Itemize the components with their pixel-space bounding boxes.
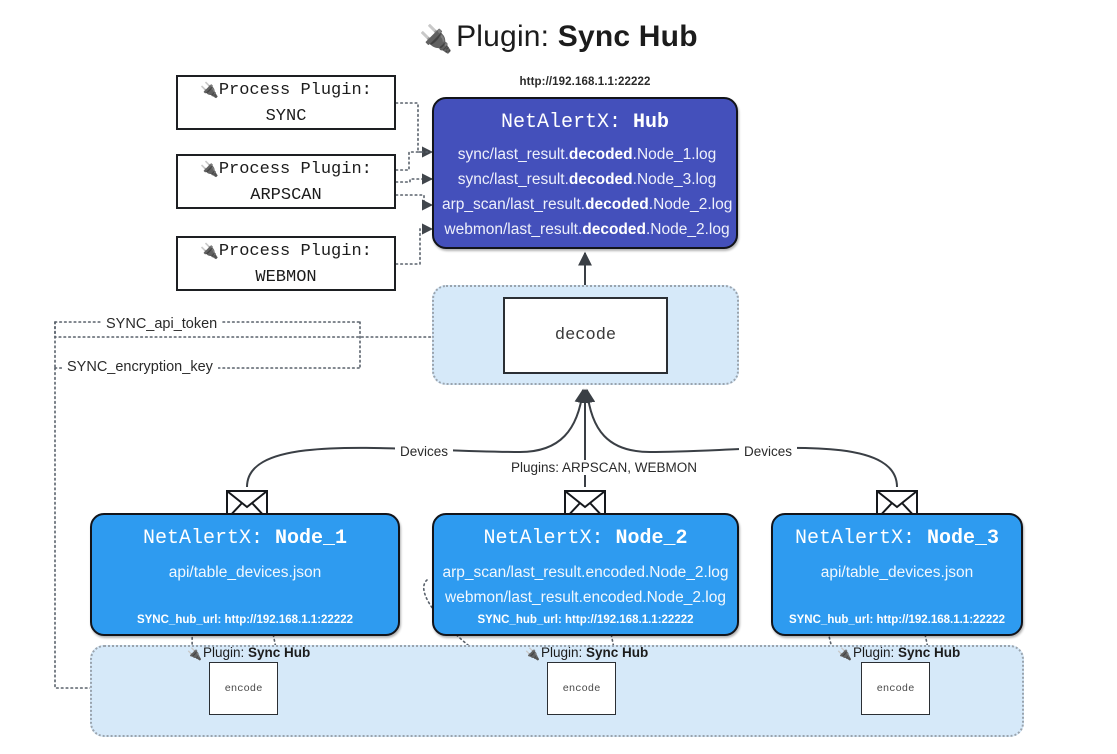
node-2-line: webmon/last_result.encoded.Node_2.log (445, 589, 726, 606)
node-1-hub-url: SYNC_hub_url: http://192.168.1.1:22222 (136, 614, 354, 626)
electric-plug-icon: 🔌 (200, 82, 219, 99)
hub-url-label: http://192.168.1.1:22222 (519, 76, 651, 88)
node-box-node-1[interactable]: NetAlertX: Node_1 api/table_devices.json… (90, 513, 400, 636)
electric-plug-icon: 🔌 (419, 24, 454, 54)
process-plugin-arpscan-line2: ARPSCAN (250, 186, 322, 205)
process-plugin-sync-line1: 🔌Process Plugin: (200, 81, 372, 100)
encode-box-node-3[interactable]: encode (861, 662, 930, 715)
hub-log-line: webmon/last_result.decoded.Node_2.log (444, 221, 730, 238)
node-1-title: NetAlertX: Node_1 (142, 527, 348, 550)
node-3-title: NetAlertX: Node_3 (794, 527, 1000, 550)
edge-label-devices-right: Devices (739, 444, 798, 459)
electric-plug-icon: 🔌 (200, 161, 219, 178)
hub-node[interactable]: NetAlertX: Hub sync/last_result.decoded.… (432, 97, 738, 249)
node-2-title: NetAlertX: Node_2 (483, 527, 688, 550)
node-box-node-3[interactable]: NetAlertX: Node_3 api/table_devices.json… (771, 513, 1023, 636)
process-plugin-box-sync[interactable]: 🔌Process Plugin: SYNC (176, 75, 396, 130)
page-title-name: Sync Hub (557, 20, 698, 53)
node-2-hub-url: SYNC_hub_url: http://192.168.1.1:22222 (477, 614, 694, 626)
hub-log-line: arp_scan/last_result.decoded.Node_2.log (442, 196, 733, 213)
process-plugin-webmon-line1: 🔌Process Plugin: (200, 242, 372, 261)
electric-plug-icon: 🔌 (525, 647, 540, 661)
plugin-label-node-1: 🔌Plugin: Sync Hub (187, 645, 311, 661)
node-1-line: api/table_devices.json (168, 564, 322, 581)
hub-log-lines: sync/last_result.decoded.Node_1.log sync… (434, 142, 736, 242)
process-plugin-box-arpscan[interactable]: 🔌Process Plugin: ARPSCAN (176, 154, 396, 209)
sync-api-token-label: SYNC_api_token (101, 316, 223, 332)
hub-log-line: sync/last_result.decoded.Node_3.log (457, 171, 717, 188)
plugin-label-node-2: 🔌Plugin: Sync Hub (525, 645, 649, 661)
node-1-lines: api/table_devices.json (92, 560, 398, 585)
edge-label-devices-left: Devices (395, 444, 454, 459)
node-3-line: api/table_devices.json (820, 564, 974, 581)
page-title: 🔌Plugin: Sync Hub (0, 16, 1117, 60)
electric-plug-icon: 🔌 (837, 647, 852, 661)
process-plugin-arpscan-line1: 🔌Process Plugin: (200, 160, 372, 179)
process-plugin-webmon-line2: WEBMON (255, 268, 317, 287)
node-2-lines: arp_scan/last_result.encoded.Node_2.log … (434, 560, 737, 610)
electric-plug-icon: 🔌 (200, 243, 219, 260)
hub-log-line: sync/last_result.decoded.Node_1.log (457, 146, 717, 163)
process-plugin-sync-line2: SYNC (265, 107, 307, 126)
encode-box-node-2[interactable]: encode (547, 662, 616, 715)
page-title-prefix: Plugin: (456, 20, 558, 53)
encode-box-node-1[interactable]: encode (209, 662, 278, 715)
decode-box[interactable]: decode (503, 297, 668, 374)
hub-title: NetAlertX: Hub (500, 111, 670, 134)
node-3-hub-url: SYNC_hub_url: http://192.168.1.1:22222 (788, 614, 1006, 626)
node-2-line: arp_scan/last_result.encoded.Node_2.log (442, 564, 729, 581)
plugin-label-node-3: 🔌Plugin: Sync Hub (837, 645, 961, 661)
process-plugin-box-webmon[interactable]: 🔌Process Plugin: WEBMON (176, 236, 396, 291)
edge-label-plugins: Plugins: ARPSCAN, WEBMON (506, 460, 703, 475)
sync-encryption-key-label: SYNC_encryption_key (62, 359, 218, 375)
node-box-node-2[interactable]: NetAlertX: Node_2 arp_scan/last_result.e… (432, 513, 739, 636)
node-3-lines: api/table_devices.json (773, 560, 1021, 585)
electric-plug-icon: 🔌 (187, 647, 202, 661)
